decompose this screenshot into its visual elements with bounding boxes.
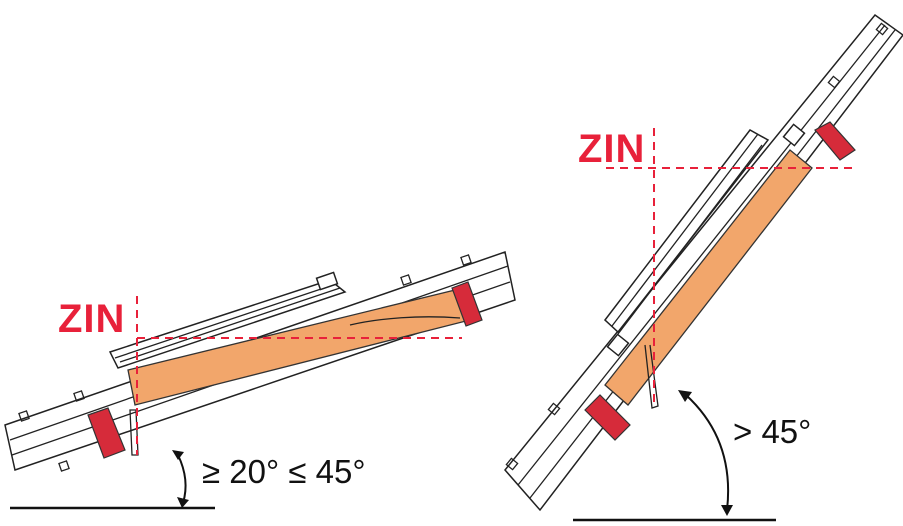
left-angle-label: ≥ 20° ≤ 45°: [202, 453, 366, 490]
right-brick-lower: [584, 394, 631, 441]
right-angle-indicator: [573, 390, 776, 522]
left-zin-guides: [136, 296, 462, 455]
left-angle-arc: [177, 454, 187, 504]
right-wood-lining: [604, 149, 813, 406]
left-brick-upper: [451, 281, 483, 327]
right-brick-upper: [814, 121, 856, 161]
left-zin-label: ZIN: [58, 297, 125, 341]
right-zin-label: ZIN: [578, 127, 645, 171]
right-roof-section: [504, 13, 903, 512]
right-angle-label: > 45°: [733, 413, 811, 450]
left-roof-section: [4, 251, 516, 472]
right-zin-guides: [606, 128, 855, 408]
right-angle-arc: [685, 394, 730, 511]
left-angle-indicator: [10, 450, 215, 510]
left-brick-lower: [87, 407, 126, 459]
